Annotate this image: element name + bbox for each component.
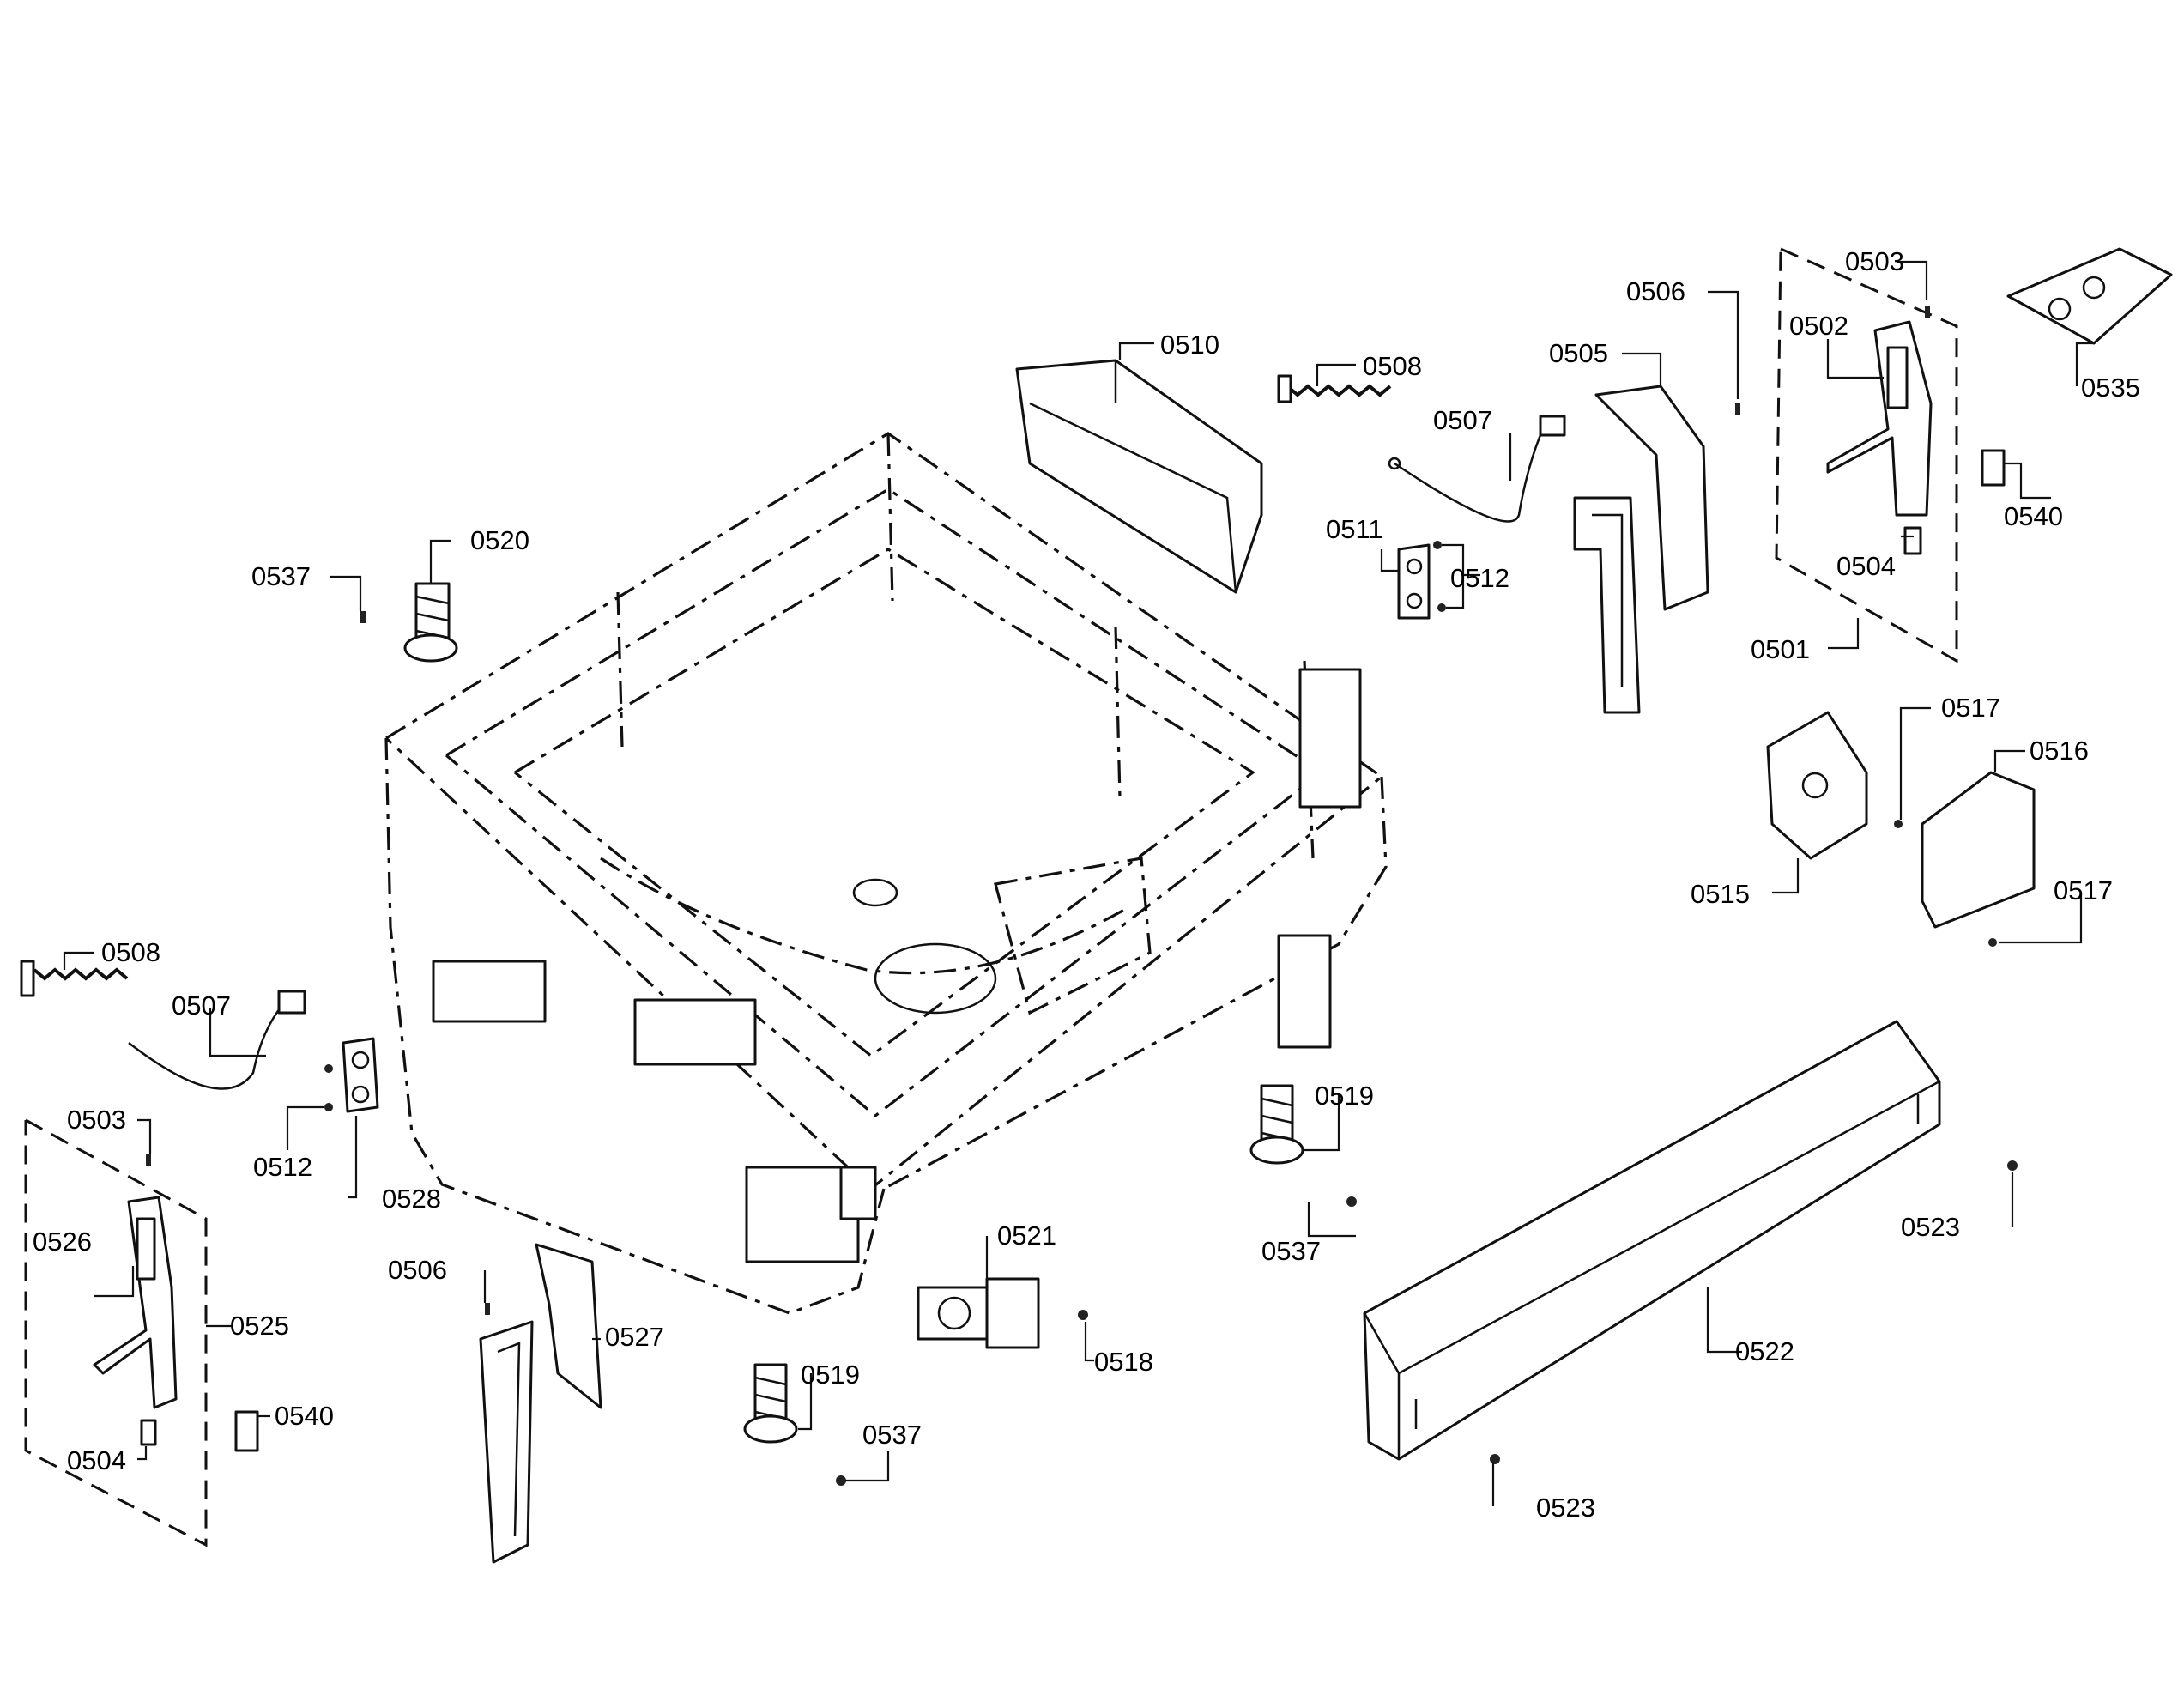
- cable-0507-top: [1388, 415, 1566, 523]
- callout-0522: 0522: [1735, 1336, 1794, 1366]
- hinge-bracket-0505: [1573, 385, 1709, 714]
- callout-0537-mid: 0537: [1261, 1236, 1321, 1266]
- tub-base: [384, 432, 1388, 1315]
- hinge-spring-0508-top: [1277, 374, 1392, 403]
- callout-0512-top: 0512: [1450, 563, 1509, 593]
- callout-0520: 0520: [470, 525, 529, 555]
- callout-0537-bottom: 0537: [862, 1420, 922, 1450]
- callout-0506-top: 0506: [1626, 276, 1685, 306]
- callout-0526: 0526: [33, 1226, 92, 1257]
- callout-0527: 0527: [605, 1322, 664, 1352]
- leveling-foot-0519-b: [743, 1363, 798, 1444]
- callout-0507-left: 0507: [172, 990, 231, 1021]
- callout-0506-left: 0506: [388, 1255, 447, 1285]
- callout-0515: 0515: [1691, 879, 1750, 909]
- callout-0504-top: 0504: [1836, 551, 1896, 581]
- callout-0519-b: 0519: [801, 1360, 860, 1390]
- leader-lines: [63, 260, 2094, 1506]
- callout-0517-b: 0517: [2054, 875, 2113, 905]
- callout-0510: 0510: [1160, 330, 1219, 360]
- callout-0512-left: 0512: [253, 1152, 312, 1182]
- screw-kit-0535: [2006, 247, 2173, 345]
- callout-0521: 0521: [997, 1220, 1056, 1251]
- control-module-0510: [1015, 359, 1263, 594]
- clip-0540-top: [1981, 449, 2006, 487]
- callout-0501: 0501: [1751, 634, 1810, 664]
- callout-0503-left: 0503: [67, 1105, 126, 1135]
- bracket-0511: [1397, 543, 1431, 620]
- bracket-0528: [342, 1037, 379, 1113]
- callout-0511: 0511: [1326, 514, 1383, 544]
- leveling-foot-0520: [403, 582, 458, 663]
- hinge-assembly-0525-left: [24, 1118, 208, 1547]
- callout-0535: 0535: [2081, 372, 2140, 403]
- hinge-assembly-0501-top: [1775, 247, 1958, 663]
- callout-0528: 0528: [382, 1184, 441, 1214]
- callout-0503-top: 0503: [1845, 246, 1904, 276]
- bracket-0515: [1766, 711, 1868, 860]
- hinge-bracket-0527: [479, 1243, 602, 1564]
- clip-0540-left: [234, 1410, 259, 1452]
- cable-0507-left: [128, 990, 306, 1090]
- callout-0523-a: 0523: [1901, 1212, 1960, 1242]
- callout-0540-left: 0540: [275, 1401, 334, 1431]
- callout-labels: 0503 0506 0502 0535 0505 0510 0508 0507 …: [33, 246, 2140, 1523]
- leveling-foot-0519-a: [1249, 1084, 1304, 1165]
- callout-0505: 0505: [1549, 338, 1608, 368]
- callout-0519-a: 0519: [1315, 1081, 1374, 1111]
- callout-0508-top: 0508: [1363, 351, 1422, 381]
- callout-0504-left: 0504: [67, 1445, 126, 1475]
- hinge-spring-0508-left: [20, 960, 129, 997]
- callout-0508-left: 0508: [101, 937, 160, 967]
- callout-0537-top-left: 0537: [251, 561, 311, 591]
- callout-0502: 0502: [1789, 311, 1848, 341]
- callout-0517-a: 0517: [1941, 693, 2000, 723]
- kick-panel-0522: [1363, 1020, 1941, 1461]
- callout-0523-b: 0523: [1536, 1493, 1595, 1523]
- cover-0516: [1921, 771, 2036, 929]
- callout-0525: 0525: [230, 1311, 289, 1341]
- callout-0507-top: 0507: [1433, 405, 1492, 435]
- callout-0540-top: 0540: [2004, 501, 2063, 531]
- callout-0516: 0516: [2030, 736, 2089, 766]
- inlet-valve-0521: [917, 1277, 1040, 1349]
- callout-0518: 0518: [1094, 1347, 1153, 1377]
- screws: [146, 306, 2018, 1486]
